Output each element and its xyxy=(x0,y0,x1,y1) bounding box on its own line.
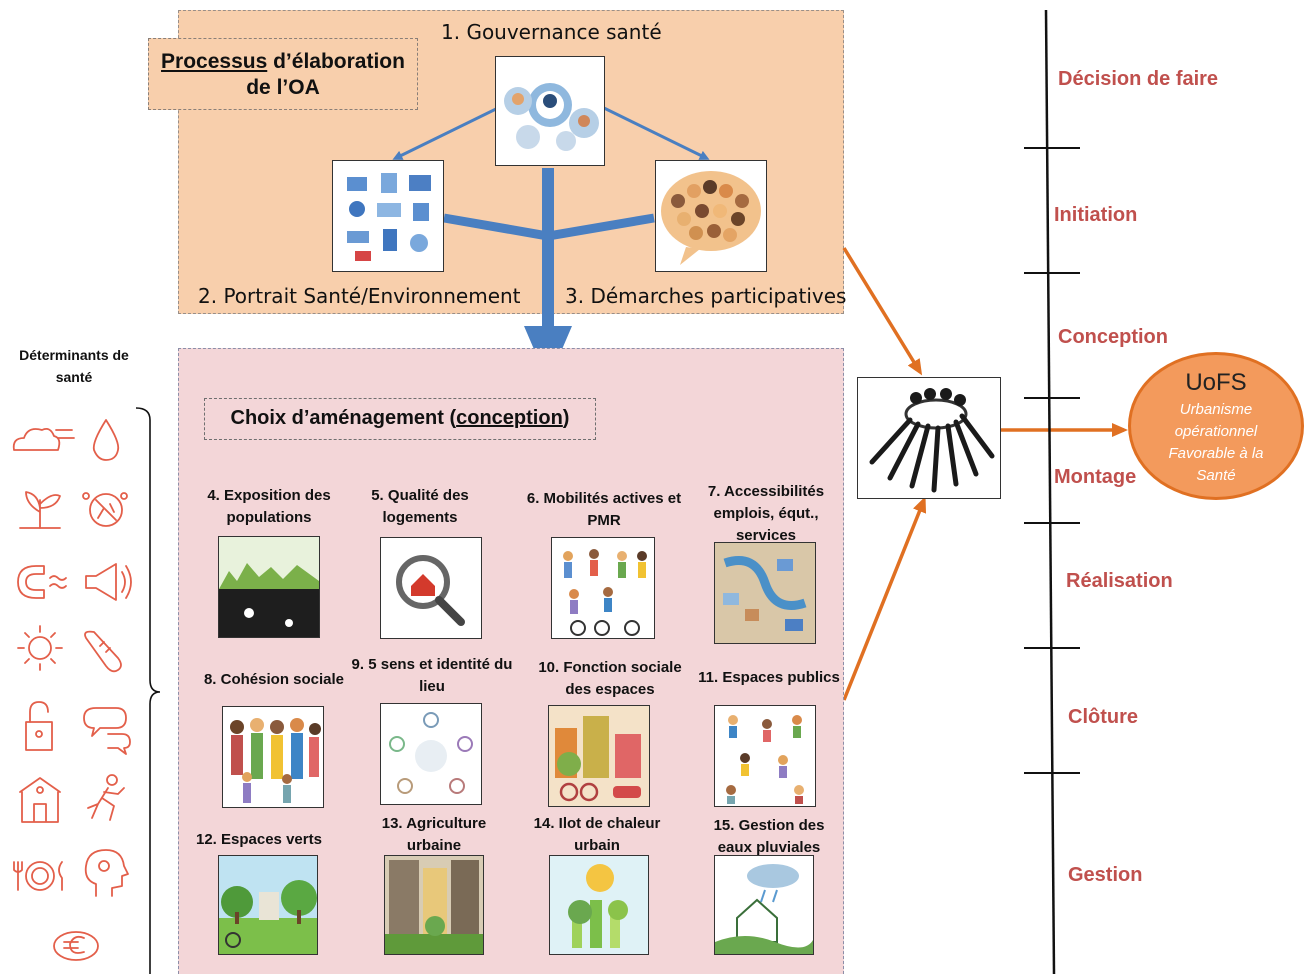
timeline-tick xyxy=(1024,147,1080,149)
sun-icon xyxy=(17,625,63,671)
phase-label: Gestion xyxy=(1068,864,1143,886)
uofs-subtitle: Urbanisme opérationnel Favorable à la Sa… xyxy=(1168,401,1264,484)
step-2-label: 2. Portrait Santé/Environnement xyxy=(198,284,521,308)
determinants-icons xyxy=(12,419,132,961)
item-label: 10. Fonction sociale des espaces xyxy=(538,659,682,698)
item-label: 6. Mobilités actives et PMR xyxy=(526,490,682,529)
phase-label: Initiation xyxy=(1054,204,1138,226)
item-label: 13. Agriculture urbaine xyxy=(381,815,487,854)
arrow-gov-to-portrait xyxy=(392,106,499,160)
step-3-label: 3. Démarches participatives xyxy=(565,284,847,308)
running-person-icon xyxy=(87,774,125,821)
senses-image xyxy=(380,703,482,805)
public-spaces-image xyxy=(714,705,816,807)
process-title-underlined: Processus xyxy=(161,50,268,73)
plate-cutlery-icon xyxy=(13,861,63,891)
keys-image xyxy=(857,377,1001,499)
uofs-title: UoFS xyxy=(1185,369,1247,396)
cohesion-image xyxy=(222,706,324,808)
housing-image xyxy=(380,537,482,639)
urban-agriculture-image xyxy=(384,855,484,955)
portrait-image xyxy=(332,160,444,272)
allergen-icon xyxy=(82,492,128,527)
item-label: 7. Accessibilités emplois, équt., servic… xyxy=(707,483,825,544)
conception-title-underlined: conception xyxy=(456,407,563,429)
step-1-label: 1. Gouvernance santé xyxy=(441,20,662,44)
determinants-bracket xyxy=(135,407,161,974)
arrow-gov-to-participation xyxy=(603,106,710,160)
plant-icon xyxy=(19,491,61,529)
phase-label: Montage xyxy=(1054,466,1137,488)
phase-label: Réalisation xyxy=(1066,570,1173,592)
heat-island-image xyxy=(549,855,649,955)
conception-title-box: Choix d’aménagement (conception) xyxy=(204,398,596,440)
timeline-axis xyxy=(1044,9,1056,974)
participation-image xyxy=(655,160,767,272)
phase-label: Clôture xyxy=(1068,706,1138,728)
speech-bubbles-icon xyxy=(83,707,131,755)
mobility-image xyxy=(551,537,655,639)
conception-title-prefix: Choix d’aménagement ( xyxy=(230,407,457,429)
euro-coin-icon xyxy=(53,931,99,961)
item-label: 12. Espaces verts xyxy=(196,831,322,848)
social-function-image xyxy=(548,705,650,807)
thermometer-icon xyxy=(84,630,122,673)
timeline-tick xyxy=(1024,647,1080,649)
green-spaces-image xyxy=(218,855,318,955)
arrow-process-to-keys xyxy=(842,247,923,376)
conception-title-suffix: ) xyxy=(562,407,570,429)
uofs-circle: UoFS Urbanisme opérationnel Favorable à … xyxy=(1128,352,1304,500)
timeline-tick xyxy=(1024,397,1080,399)
item-label: 15. Gestion des eaux pluviales xyxy=(713,817,825,856)
head-gears-icon xyxy=(84,849,129,897)
phase-label: Décision de faire xyxy=(1058,68,1219,90)
item-label: 11. Espaces publics xyxy=(698,669,840,686)
phase-label: Conception xyxy=(1058,326,1168,348)
governance-image xyxy=(495,56,605,166)
exposure-image xyxy=(218,536,320,638)
process-title-box: Processus d’élaboration de l’OA xyxy=(148,38,418,110)
arrow-conception-to-keys xyxy=(842,496,927,701)
timeline-tick xyxy=(1024,272,1080,274)
magnet-icon xyxy=(17,565,67,599)
item-label: 8. Cohésion sociale xyxy=(203,671,345,688)
item-label: 9. 5 sens et identité du lieu xyxy=(351,656,513,695)
padlock-icon xyxy=(25,701,53,751)
accessibility-image xyxy=(714,542,816,644)
school-building-icon xyxy=(19,777,61,823)
process-title-rest: d’élaboration de l’OA xyxy=(246,50,405,99)
cloud-wind-icon xyxy=(12,427,75,451)
determinants-title: Déterminants de santé xyxy=(19,347,129,385)
item-label: 5. Qualité des logements xyxy=(371,487,469,526)
item-label: 4. Exposition des populations xyxy=(207,487,331,526)
item-label: 14. Ilot de chaleur urbain xyxy=(533,815,661,854)
rainwater-image xyxy=(714,855,814,955)
timeline-tick xyxy=(1024,522,1080,524)
timeline-tick xyxy=(1024,772,1080,774)
water-drop-icon xyxy=(92,419,120,461)
loudspeaker-icon xyxy=(85,563,132,601)
